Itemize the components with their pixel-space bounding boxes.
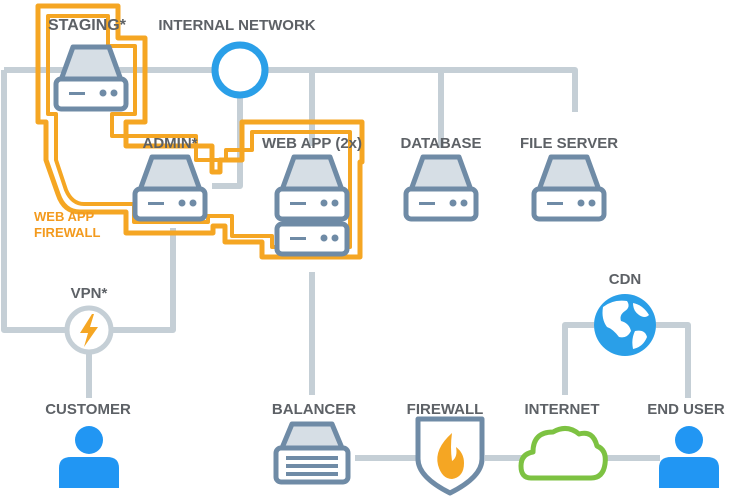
cloud-icon: [518, 426, 608, 481]
file-server[interactable]: [534, 157, 604, 219]
connector-left-trunk: [1, 70, 66, 333]
web-app-firewall-inner-outline: [46, 14, 352, 249]
connector-cdn-enduser: [656, 322, 691, 398]
label-internet: INTERNET: [525, 401, 600, 418]
label-balancer: BALANCER: [272, 401, 356, 418]
connector-internet-cdn: [562, 322, 594, 395]
server-icon: [277, 224, 347, 254]
label-staging: STAGING*: [48, 17, 127, 34]
user-icon: [59, 426, 119, 488]
vpn-node[interactable]: [64, 305, 114, 355]
label-file-server: FILE SERVER: [520, 135, 618, 152]
label-waf-line2: FIREWALL: [34, 225, 100, 240]
label-end-user: END USER: [647, 401, 725, 418]
admin-server[interactable]: [135, 157, 205, 219]
label-waf-line1: WEB APP: [34, 209, 95, 224]
label-admin: ADMIN*: [143, 135, 198, 152]
staging-server[interactable]: [56, 47, 126, 109]
label-database: DATABASE: [400, 135, 481, 152]
label-cdn: CDN: [609, 271, 642, 288]
network-ring-icon: [211, 41, 269, 99]
server-icon: [534, 157, 604, 219]
server-icon: [56, 47, 126, 109]
customer-user[interactable]: [59, 426, 119, 488]
server-icon: [135, 157, 205, 219]
cdn-node[interactable]: [594, 294, 656, 356]
internet-node[interactable]: [518, 426, 608, 481]
web-app-server-2[interactable]: [277, 224, 347, 254]
database-server[interactable]: [406, 157, 476, 219]
label-customer: CUSTOMER: [45, 401, 131, 418]
balancer-node[interactable]: [273, 421, 351, 485]
server-icon: [277, 157, 347, 219]
label-firewall: FIREWALL: [407, 401, 484, 418]
label-internal-network: INTERNAL NETWORK: [158, 17, 315, 34]
web-app-server[interactable]: [277, 157, 347, 219]
label-web-app: WEB APP (2x): [262, 135, 362, 152]
connector-network-bus: [4, 67, 578, 112]
web-app-firewall-outline: [35, 3, 365, 260]
shield-flame-icon: [415, 416, 485, 496]
connector-lines: [1, 67, 691, 461]
end-user[interactable]: [659, 426, 719, 488]
globe-icon: [594, 294, 656, 356]
firewall-node[interactable]: [415, 416, 485, 496]
lightning-bolt-icon: [80, 314, 98, 347]
server-icon: [406, 157, 476, 219]
connector-vpn-admin: [112, 228, 176, 333]
balancer-icon: [273, 421, 351, 485]
user-icon: [659, 426, 719, 488]
label-vpn: VPN*: [71, 285, 108, 302]
